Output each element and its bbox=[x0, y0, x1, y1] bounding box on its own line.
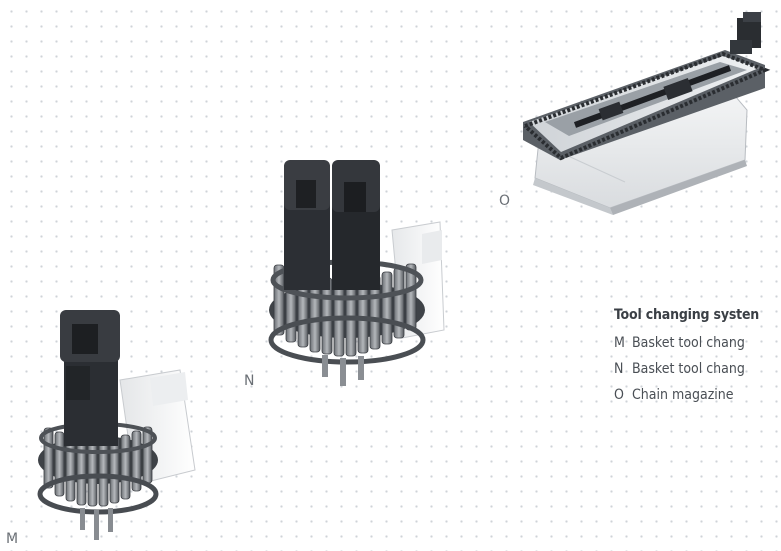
chain-magazine-illustration bbox=[523, 12, 771, 215]
legend-text: Chain magazine bbox=[632, 387, 734, 403]
legend-key: N bbox=[614, 361, 624, 377]
basket-tool-changer-single-illustration bbox=[37, 310, 196, 540]
label-m: M bbox=[6, 531, 19, 547]
legend-key: M bbox=[614, 335, 625, 351]
legend-item: O Chain magazine bbox=[614, 382, 781, 408]
basket-tool-changer-double-illustration bbox=[268, 160, 445, 386]
label-o: O bbox=[499, 193, 511, 209]
legend-text: Basket tool chang bbox=[632, 361, 745, 377]
legend-text: Basket tool chang bbox=[632, 335, 745, 351]
label-n: N bbox=[244, 373, 255, 389]
legend-title: Tool changing systen bbox=[614, 307, 760, 323]
legend-item: M Basket tool chang bbox=[614, 330, 781, 356]
legend-key: O bbox=[614, 387, 624, 403]
legend-item: N Basket tool chang bbox=[614, 356, 781, 382]
